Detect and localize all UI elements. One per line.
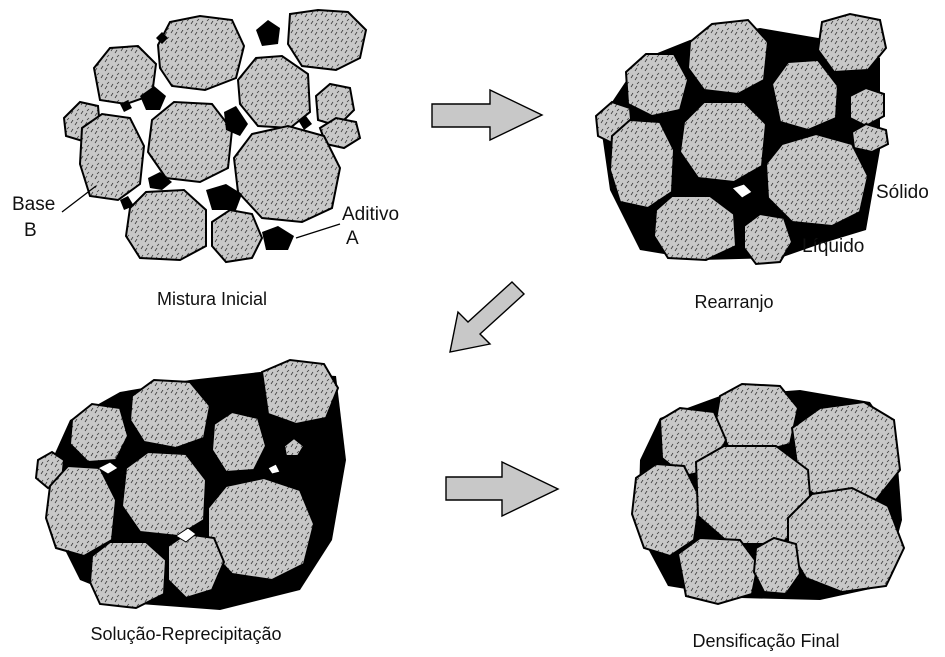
grain <box>234 126 340 222</box>
grain <box>122 452 206 536</box>
panel-initial-mixture: Base B Aditivo A Mistura Inicial <box>12 10 399 309</box>
stage-label-densification: Densificação Final <box>692 631 839 651</box>
additive-particle <box>262 226 294 250</box>
grain <box>80 114 144 200</box>
grain <box>130 380 210 448</box>
liquid-label: Líquido <box>802 236 864 257</box>
grain <box>852 124 888 152</box>
additive-leader-line <box>296 224 340 238</box>
grain <box>766 134 868 226</box>
base-label: Base <box>12 194 55 215</box>
additive-letter: A <box>346 228 359 249</box>
right-arrow-icon <box>446 462 558 516</box>
grain <box>716 384 798 452</box>
solid-label: Sólido <box>876 182 929 203</box>
grain <box>678 538 758 604</box>
grain <box>688 20 768 94</box>
right-arrow-icon <box>432 90 542 140</box>
grain <box>90 542 166 608</box>
grain <box>680 102 766 182</box>
grain <box>70 404 128 462</box>
grain <box>262 360 338 424</box>
grain <box>46 466 116 556</box>
stage-label-solution: Solução-Reprecipitação <box>90 624 281 644</box>
grain <box>744 214 792 264</box>
stage-label-initial: Mistura Inicial <box>157 289 267 309</box>
grain <box>148 102 232 182</box>
base-letter: B <box>24 220 37 241</box>
grain <box>754 538 800 594</box>
panel-rearrangement: Sólido Líquido Rearranjo <box>596 14 929 312</box>
grain <box>626 54 688 116</box>
panel-solution-reprecipitation: Solução-Reprecipitação <box>36 360 346 644</box>
additive-label: Aditivo <box>342 204 399 225</box>
grain <box>654 196 736 260</box>
grain <box>238 56 310 128</box>
grain <box>632 464 700 556</box>
stage-label-rearrangement: Rearranjo <box>694 292 773 312</box>
grain <box>158 16 244 90</box>
grain <box>212 412 266 472</box>
panel-final-densification: Densificação Final <box>632 384 904 651</box>
base-leader-line <box>62 186 96 212</box>
grain <box>610 120 674 208</box>
grain <box>126 190 206 260</box>
additive-particle <box>256 20 280 46</box>
grain <box>212 210 262 262</box>
diagonal-arrow-icon <box>450 282 524 352</box>
grain <box>288 10 366 70</box>
